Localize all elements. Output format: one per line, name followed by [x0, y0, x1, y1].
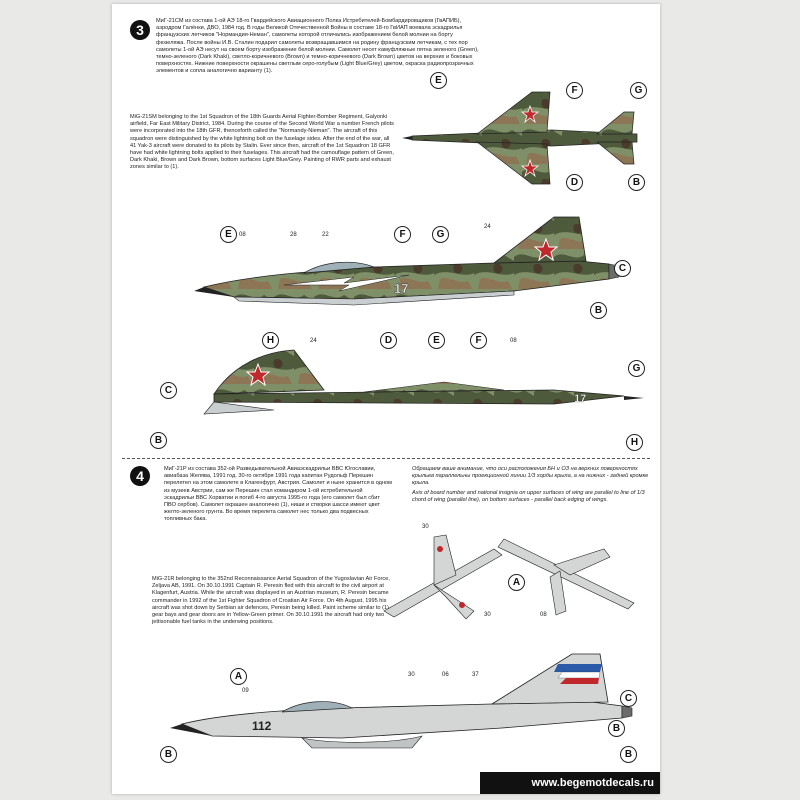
- section-3-board-number: 17: [394, 281, 408, 296]
- decal-number: 30: [408, 672, 415, 678]
- callout-f: F: [470, 332, 487, 349]
- callout-b: B: [620, 746, 637, 763]
- footer-url-bar: www.begemotdecals.ru: [480, 772, 660, 794]
- section-3-underside-board-number: 17: [574, 393, 586, 405]
- section-4-badge: 4: [130, 466, 150, 486]
- callout-a: A: [230, 668, 247, 685]
- section-3-top-view: [402, 91, 638, 185]
- callout-g: G: [628, 360, 645, 377]
- decal-number: 08: [540, 612, 547, 618]
- section-4-plan-views: [383, 534, 635, 620]
- callout-d: D: [380, 332, 397, 349]
- callout-e: E: [220, 226, 237, 243]
- decal-number: 30: [422, 524, 429, 530]
- callout-h: H: [262, 332, 279, 349]
- decal-instruction-sheet: 3 МиГ-21СМ из состава 1-ой АЭ 18-го Гвар…: [112, 4, 660, 794]
- section-3-english-text: MiG-21SM belonging to the 1st Squadron o…: [130, 114, 394, 171]
- callout-b: B: [590, 302, 607, 319]
- section-3-underside-view: 17: [203, 349, 644, 415]
- decal-number: 09: [242, 688, 249, 694]
- section-3-russian-text: МиГ-21СМ из состава 1-ой АЭ 18-го Гварде…: [156, 18, 479, 75]
- section-divider: [122, 458, 650, 459]
- decal-number: 28: [290, 232, 297, 238]
- decal-number: 24: [484, 224, 491, 230]
- footer-url[interactable]: www.begemotdecals.ru: [531, 777, 654, 789]
- section-3-side-view: 17: [194, 216, 620, 306]
- decal-number: 24: [310, 338, 317, 344]
- callout-b: B: [160, 746, 177, 763]
- callout-g: G: [630, 82, 647, 99]
- callout-b: B: [608, 720, 625, 737]
- callout-a: A: [508, 574, 525, 591]
- section-4-side-view: 112: [170, 653, 633, 749]
- section-4-note-russian: Обращаем ваше внимание, что оси располож…: [412, 466, 649, 487]
- decal-number: 22: [322, 232, 329, 238]
- callout-d: D: [566, 174, 583, 191]
- callout-h: H: [626, 434, 643, 451]
- callout-b: B: [628, 174, 645, 191]
- section-4-english-text: MiG-21R belonging to the 352nd Reconnais…: [152, 576, 391, 626]
- callout-c: C: [620, 690, 637, 707]
- callout-c: C: [614, 260, 631, 277]
- section-4-note-english: Axis of board number and national insign…: [412, 490, 645, 504]
- section-3-badge: 3: [130, 20, 150, 40]
- section-4-board-number: 112: [252, 719, 272, 733]
- callout-b: B: [150, 432, 167, 449]
- section-4-russian-text: МиГ-21Р из состава 352-ой Разведывательн…: [164, 466, 392, 523]
- callout-g: G: [432, 226, 449, 243]
- callout-c: C: [160, 382, 177, 399]
- decal-number: 37: [472, 672, 479, 678]
- decal-number: 08: [510, 338, 517, 344]
- callout-e: E: [428, 332, 445, 349]
- decal-number: 06: [442, 672, 449, 678]
- callout-f: F: [394, 226, 411, 243]
- decal-number: 30: [484, 612, 491, 618]
- decal-number: 08: [239, 232, 246, 238]
- callout-f: F: [566, 82, 583, 99]
- callout-e: E: [430, 72, 447, 89]
